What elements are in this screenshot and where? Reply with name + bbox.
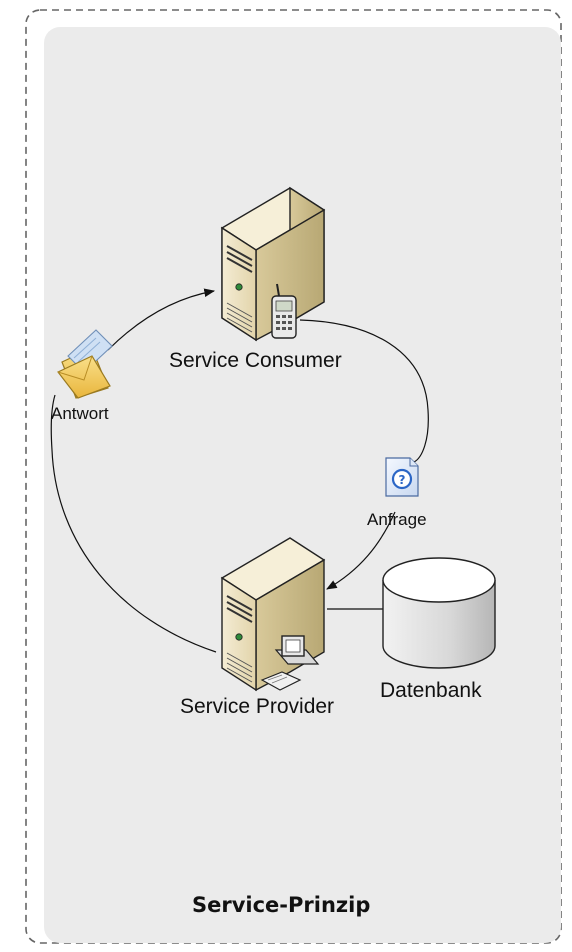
service-consumer-label: Service Consumer xyxy=(169,349,342,372)
svg-text:?: ? xyxy=(399,473,406,487)
anfrage-label: Anfrage xyxy=(367,510,427,529)
service-provider-label: Service Provider xyxy=(180,695,335,718)
consumer-server-icon xyxy=(220,186,326,342)
request-edge-upper xyxy=(299,319,429,463)
envelope-icon xyxy=(57,329,113,399)
desktop-computer-icon xyxy=(260,635,320,691)
datenbank-label: Datenbank xyxy=(380,679,482,702)
antwort-label: Antwort xyxy=(51,404,109,423)
request-edge-lower xyxy=(326,511,396,590)
mobile-phone-icon xyxy=(271,283,297,339)
panel-background xyxy=(44,27,561,943)
database-cylinder-icon xyxy=(382,557,496,669)
response-edge-upper xyxy=(107,288,216,351)
question-document-icon: ? xyxy=(385,457,419,497)
provider-server-icon xyxy=(220,537,326,692)
response-edge-lower xyxy=(50,394,217,653)
diagram-title: Service-Prinzip xyxy=(192,893,371,917)
